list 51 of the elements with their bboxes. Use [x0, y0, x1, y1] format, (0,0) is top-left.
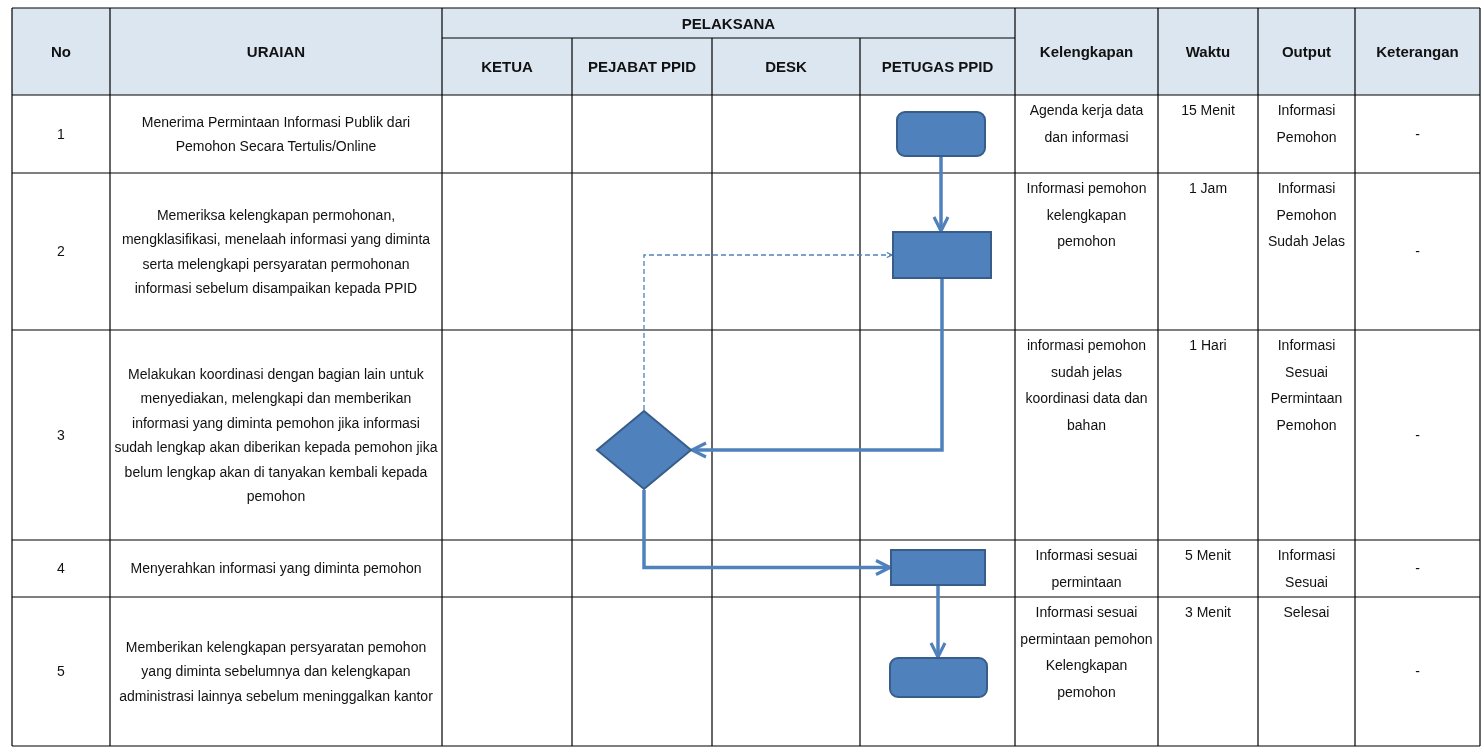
header-cell: Keterangan — [1355, 8, 1480, 95]
header-cell: Output — [1258, 8, 1355, 95]
step-description: Memeriksa kelengkapan permohonan, mengklasifikasi, menelaah informasi yang diminta serta melengkapi persyaratan permohonan informasi sebelum disampaikan kepada PPID — [120, 205, 432, 298]
output-text: Informasi Pemohon Sudah Jelas — [1266, 179, 1347, 252]
requirement-text: informasi pemohon sudah jelas koordinasi data dan bahan — [1024, 336, 1149, 435]
step-number: 3 — [57, 425, 65, 445]
step-number: 5 — [57, 662, 65, 682]
duration-text: 15 Menit — [1181, 101, 1235, 120]
step-number: 2 — [57, 242, 65, 262]
output-text: Selesai — [1283, 603, 1330, 622]
requirement-text: Informasi sesuai permintaan — [1034, 546, 1139, 592]
header-cell: URAIAN — [110, 8, 442, 95]
duration-text: 1 Jam — [1188, 179, 1228, 198]
output-text: Informasi Sesuai Permintaan Pemohon — [1269, 336, 1344, 435]
header-cell: Kelengkapan — [1015, 8, 1158, 95]
header-cell: PETUGAS PPID — [860, 38, 1015, 95]
step-description: Melakukan koordinasi dengan bagian lain untuk menyediakan, melengkapi dan memberikan informasi yang diminta pemohon jika informasi sudah lengkap akan diberikan kepada pemohon jika belum lengkap akan di tanyakan kembali kepada pemohon — [114, 364, 438, 506]
step-description: Menyerahkan informasi yang diminta pemohon — [130, 559, 422, 579]
header-cell: PELAKSANA — [442, 8, 1015, 38]
header-cell: DESK — [712, 38, 860, 95]
arrow — [690, 279, 944, 459]
requirement-text: Informasi sesuai permintaan pemohon Kelengkapan pemohon — [1019, 603, 1154, 702]
header-cell: PEJABAT PPID — [572, 38, 712, 95]
remark-dash: - — [1415, 242, 1420, 262]
decision-diamond — [596, 410, 692, 490]
arrow — [932, 157, 950, 233]
duration-text: 3 Menit — [1185, 603, 1231, 622]
remark-dash: - — [1415, 124, 1420, 144]
terminator-shape — [889, 657, 988, 698]
arrow — [642, 490, 892, 577]
header-cell: Waktu — [1158, 8, 1258, 95]
output-text: Informasi Pemohon — [1275, 101, 1338, 147]
process-box — [892, 231, 992, 279]
requirement-text: Agenda kerja data dan informasi — [1028, 101, 1145, 147]
step-number: 4 — [57, 559, 65, 579]
requirement-text: Informasi pemohon kelengkapan pemohon — [1025, 179, 1148, 252]
remark-dash: - — [1415, 559, 1420, 579]
arrow — [929, 586, 947, 659]
process-box — [890, 549, 986, 586]
output-text: Informasi Sesuai — [1276, 546, 1337, 592]
step-description: Memberikan kelengkapan persyaratan pemohon yang diminta sebelumnya dan kelengkapan administrasi lainnya sebelum meninggalkan kantor — [118, 637, 434, 706]
duration-text: 5 Menit — [1185, 546, 1231, 565]
step-number: 1 — [57, 124, 65, 144]
remark-dash: - — [1415, 662, 1420, 682]
dashed-arrow — [643, 251, 893, 411]
terminator-shape — [896, 111, 986, 157]
duration-text: 1 Hari — [1189, 336, 1227, 355]
step-description: Menerima Permintaan Informasi Publik dari Pemohon Secara Tertulis/Online — [140, 112, 412, 156]
remark-dash: - — [1415, 425, 1420, 445]
header-cell: KETUA — [442, 38, 572, 95]
header-cell: No — [12, 8, 110, 95]
